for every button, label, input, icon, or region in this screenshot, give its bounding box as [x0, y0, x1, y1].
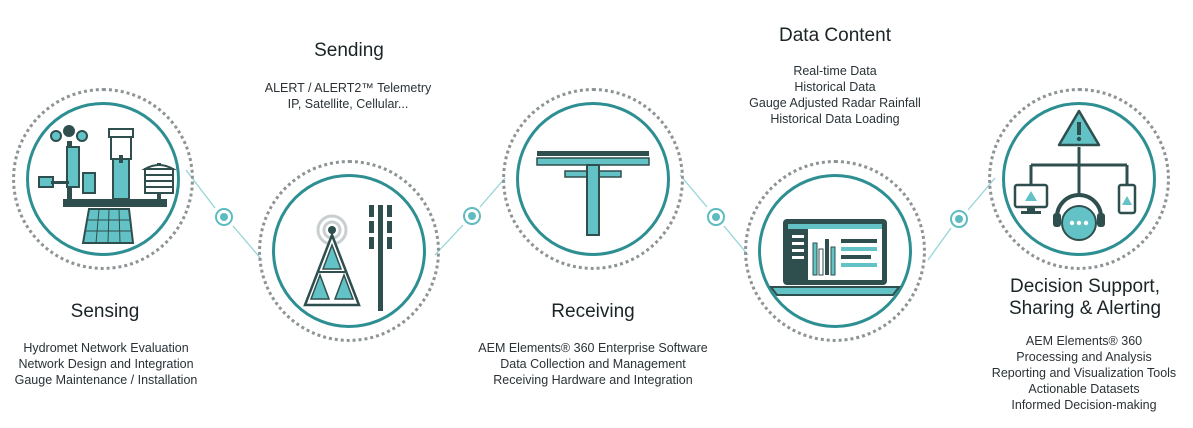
connector-line	[479, 177, 506, 208]
stage-line: IP, Satellite, Cellular...	[287, 97, 409, 111]
laptop-dashboard-icon	[769, 219, 901, 296]
stage-line: ALERT / ALERT2™ Telemetry	[264, 81, 432, 95]
sending-icon-container	[272, 174, 426, 328]
stage-title-receiving: Receiving	[551, 301, 635, 322]
connector-node	[215, 208, 233, 226]
receiving-icon-container	[516, 102, 670, 256]
sensing-circle	[12, 88, 194, 270]
stage-line: Data Collection and Management	[500, 357, 686, 371]
radio-tower-icon	[303, 205, 392, 311]
stage-line: Reporting and Visualization Tools	[991, 366, 1177, 380]
connector-node	[707, 208, 725, 226]
stage-lines-decision-support: AEM Elements® 360 Processing and Analysi…	[975, 333, 1193, 413]
stage-line: Gauge Adjusted Radar Rainfall	[749, 96, 921, 110]
receiving-circle	[502, 88, 684, 270]
stage-line: Informed Decision-making	[1011, 398, 1157, 412]
connector-line	[232, 225, 263, 261]
stage-line: Processing and Analysis	[1016, 350, 1152, 364]
stage-lines-data-content: Real-time Data Historical Data Gauge Adj…	[725, 63, 945, 127]
sending-circle	[258, 160, 440, 342]
alert-network-icon	[1013, 109, 1137, 241]
stage-line: AEM Elements® 360 Enterprise Software	[478, 341, 708, 355]
stage-line: AEM Elements® 360	[1025, 334, 1143, 348]
stage-title-decision-support: Decision Support, Sharing & Alerting	[990, 276, 1180, 320]
stage-line: Historical Data Loading	[770, 112, 900, 126]
data-content-circle	[744, 160, 926, 342]
decision-support-icon-container	[1002, 102, 1156, 256]
stage-title-sensing: Sensing	[70, 301, 140, 322]
stage-lines-receiving: AEM Elements® 360 Enterprise Software Da…	[458, 340, 728, 388]
stage-title-sending: Sending	[314, 40, 384, 61]
connector-line	[679, 174, 708, 208]
connector-node	[950, 210, 968, 228]
stage-title-line: Decision Support,	[1010, 276, 1160, 297]
connector-node	[463, 207, 481, 225]
sensing-icon-container	[26, 102, 180, 256]
stage-title-data-content: Data Content	[779, 25, 891, 46]
decision-support-circle	[988, 88, 1170, 270]
stage-line: Real-time Data	[793, 64, 877, 78]
stage-lines-sending: ALERT / ALERT2™ Telemetry IP, Satellite,…	[248, 80, 448, 112]
data-content-icon-container	[758, 174, 912, 328]
stage-line: Gauge Maintenance / Installation	[14, 373, 198, 387]
connector-line	[927, 227, 952, 261]
weather-station-icon	[38, 125, 177, 244]
antenna-icon	[536, 151, 650, 236]
stage-title-line: Sharing & Alerting	[1008, 298, 1162, 319]
stage-line: Historical Data	[794, 80, 876, 94]
stage-line: Network Design and Integration	[18, 357, 194, 371]
stage-line: Receiving Hardware and Integration	[493, 373, 693, 387]
stage-lines-sensing: Hydromet Network Evaluation Network Desi…	[0, 340, 212, 388]
stage-line: Hydromet Network Evaluation	[23, 341, 189, 355]
stage-line: Actionable Datasets	[1028, 382, 1140, 396]
